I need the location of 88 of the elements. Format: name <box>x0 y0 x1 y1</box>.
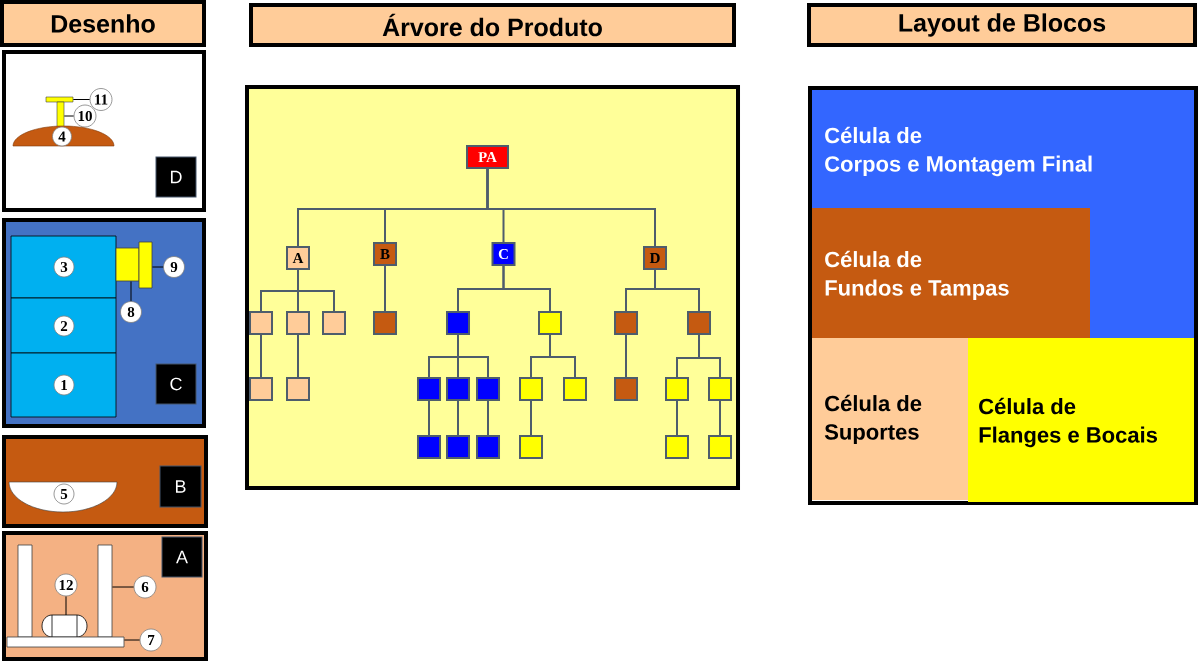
callout-number: 6 <box>133 575 157 599</box>
callout-number: 1 <box>53 374 75 396</box>
capsule-shape <box>41 614 88 638</box>
letter-tag: A <box>161 536 203 578</box>
leader-line <box>130 280 132 302</box>
callout-number: 5 <box>53 483 75 505</box>
callout-number: 12 <box>54 573 78 597</box>
tree-box <box>417 377 441 401</box>
callout-number: 2 <box>53 315 75 337</box>
flange-bar <box>45 96 74 103</box>
layout-block: Célula de Fundos e Tampas <box>812 208 1090 338</box>
plate-bar <box>138 241 153 289</box>
connector-line <box>297 269 335 312</box>
tree-box <box>446 377 470 401</box>
tree-box <box>687 311 711 335</box>
connector-line <box>625 334 627 378</box>
section-header: Árvore do Produto <box>249 3 736 47</box>
tree-box <box>563 377 587 401</box>
connector-line <box>428 400 430 436</box>
tree-box <box>614 377 638 401</box>
connector-line <box>457 400 459 436</box>
tree-box <box>614 311 638 335</box>
letter-tag: C <box>155 363 197 405</box>
tree-box: A <box>286 246 310 270</box>
base-plate <box>6 636 125 648</box>
connector-line <box>719 400 721 436</box>
leader-line <box>151 266 164 268</box>
connector-line <box>698 334 721 378</box>
tree-box: PA <box>466 145 509 169</box>
tree-box: D <box>643 246 667 270</box>
callout-number: 10 <box>73 104 97 128</box>
connector-line <box>384 265 386 312</box>
tree-box <box>249 311 273 335</box>
tree-box <box>373 311 397 335</box>
callout-number: 7 <box>139 628 163 652</box>
tree-box <box>708 435 732 459</box>
connector-line <box>457 334 489 378</box>
tree-box: C <box>491 242 516 266</box>
leader-line <box>63 115 75 117</box>
section-header: Layout de Blocos <box>807 3 1197 47</box>
tree-box <box>322 311 346 335</box>
callout-number: 11 <box>89 88 113 111</box>
leader-line <box>123 639 141 641</box>
tree-box <box>417 435 441 459</box>
tree-panel <box>245 85 740 490</box>
tree-box <box>476 435 500 459</box>
leader-line <box>111 586 135 588</box>
tree-box <box>665 435 689 459</box>
connector-line <box>676 400 678 436</box>
tree-box <box>286 377 310 401</box>
tree-box <box>286 311 310 335</box>
tree-box <box>446 311 470 335</box>
part-box <box>115 247 140 282</box>
connector-line <box>530 400 532 436</box>
part-box <box>10 352 117 418</box>
section-header: Desenho <box>0 0 206 47</box>
tree-box <box>519 435 543 459</box>
layout-block: Célula de Flanges e Bocais <box>968 338 1194 502</box>
leader-line <box>65 595 67 616</box>
tree-box <box>708 377 732 401</box>
bowl-shape <box>8 481 118 513</box>
column-bar <box>17 544 33 638</box>
leader-line <box>72 99 91 100</box>
callout-number: 4 <box>52 126 72 147</box>
tree-box <box>446 435 470 459</box>
tree-box: B <box>373 242 397 266</box>
connector-line <box>297 334 299 378</box>
connector-line <box>549 334 576 378</box>
callout-number: 9 <box>163 256 185 278</box>
connector-line <box>502 265 551 312</box>
tree-box <box>538 311 562 335</box>
part-box <box>10 235 117 299</box>
callout-number: 8 <box>120 301 142 323</box>
column-bar <box>97 544 113 638</box>
connector-line <box>654 269 700 312</box>
tree-box <box>665 377 689 401</box>
tree-box <box>519 377 543 401</box>
callout-number: 3 <box>53 256 75 278</box>
layout-block: Célula de Suportes <box>812 338 968 500</box>
letter-tag: B <box>159 465 202 508</box>
stem-bar <box>56 101 65 128</box>
tree-box <box>249 377 273 401</box>
connector-line <box>260 334 262 378</box>
part-box <box>10 297 117 354</box>
connector-line <box>486 168 656 247</box>
connector-line <box>487 400 489 436</box>
tree-box <box>476 377 500 401</box>
letter-tag: D <box>155 156 197 198</box>
